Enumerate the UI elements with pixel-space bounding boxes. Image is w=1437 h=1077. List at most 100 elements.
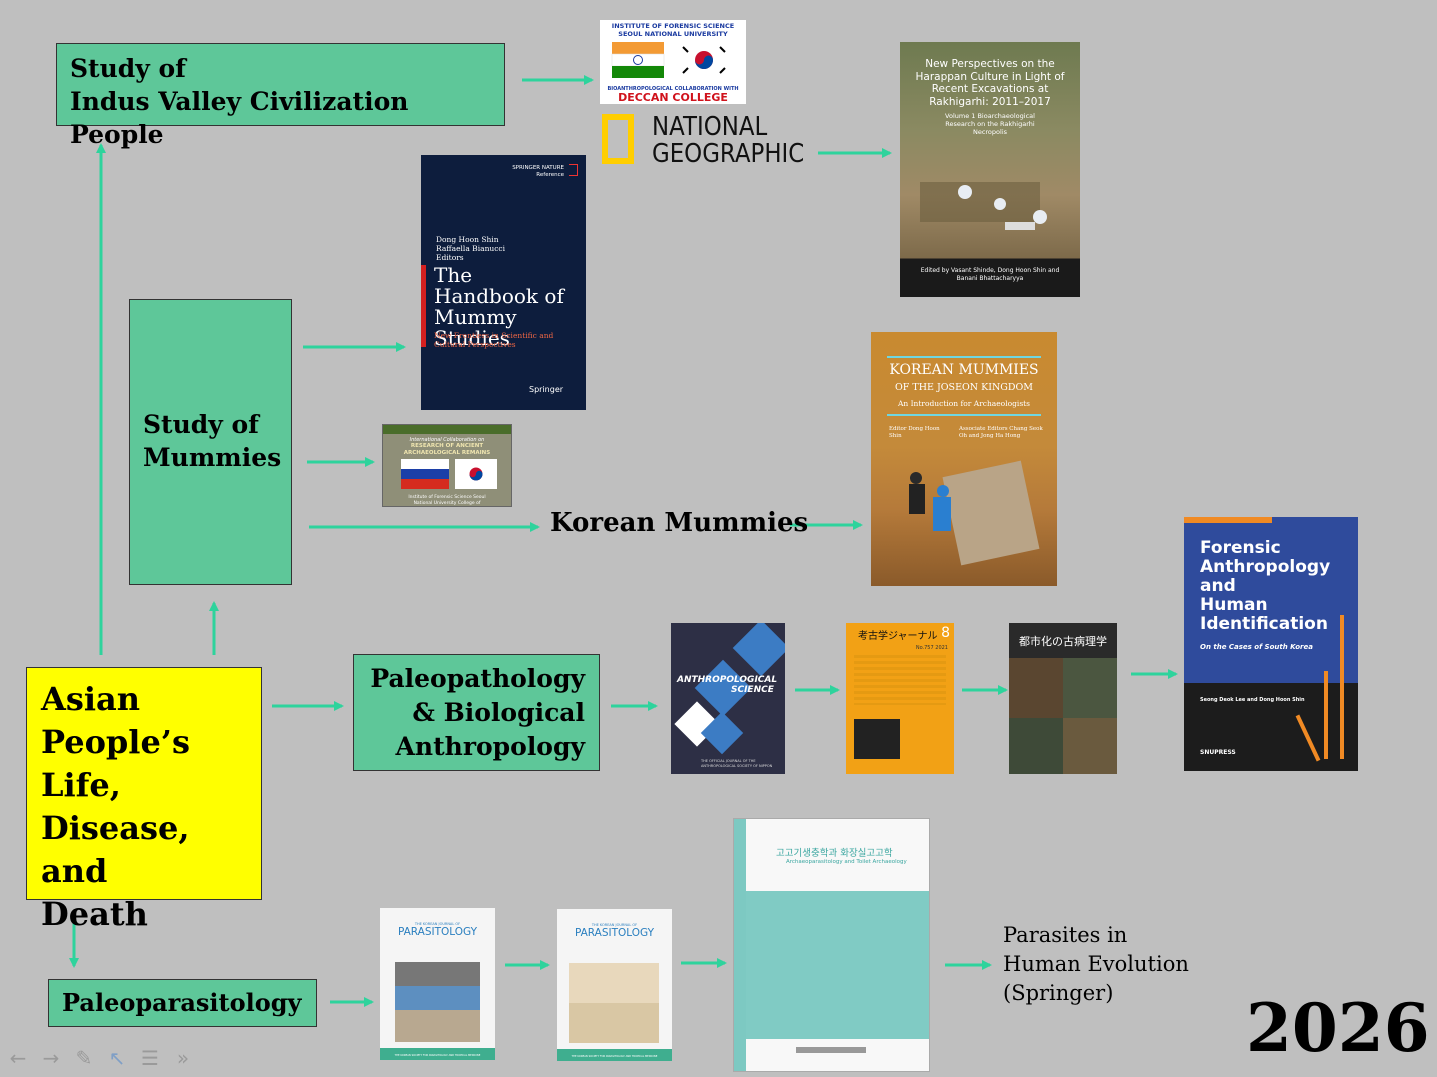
forensic-lower-panel [1184,683,1358,771]
russia-top-strip [383,425,511,434]
harappan-book-cover: New Perspectives on the Harappan Culture… [900,42,1080,297]
more-icon[interactable]: » [176,1046,190,1070]
harappan-subtitle: Volume 1 Bioarchaeological Research on t… [945,112,1035,136]
handbook-series: SPRINGER NATURE Reference [512,165,564,178]
logo-line-1: INSTITUTE OF FORENSIC SCIENCE [611,22,735,30]
anthro-title-1: ANTHROPOLOGICAL [677,675,778,685]
para2-footer: THE KOREAN SOCIETY FOR PARASITOLOGY AND … [571,1055,658,1058]
pen-icon[interactable]: ✎ [75,1046,93,1070]
russia-korea-collaboration-cover: International Collaboration on RESEARCH … [382,424,512,507]
logo-line-4: DECCAN COLLEGE [618,91,728,104]
forensic-deccan-logo: INSTITUTE OF FORENSIC SCIENCE SEOUL NATI… [600,20,746,104]
year-label: 2026 [1246,989,1430,1067]
para2-title: PARASITOLOGY [574,927,655,939]
toshika-photo-2 [1009,718,1117,774]
para1-footer-bar [380,1048,495,1060]
russia-title: RESEARCH OF ANCIENT ARCHAEOLOGICAL REMAI… [403,443,491,456]
natgeo-line-2: GEOGRAPHIC [652,139,805,169]
kmummies-title-1: KOREAN MUMMIES [889,362,1039,378]
paleopathology-box: Paleopathology & Biological Anthropology [353,654,600,771]
kmummies-rule-top [887,356,1041,358]
anthro-title-2: SCIENCE [731,685,774,695]
kmummies-rule-bottom [887,414,1041,416]
toilet-teal-panel [746,891,929,1039]
kokogaku-number: 8 [941,625,950,641]
forensic-title-1: Forensic [1200,538,1281,558]
parasites-line-3: (Springer) [1003,981,1114,1005]
natgeo-frame-icon [602,114,634,164]
slide-navigation-bar: ← → ✎ ↖ ☰ » [6,1046,195,1070]
kokogaku-issue: No.757 2021 [915,645,948,651]
mummies-box: Study of Mummies [129,299,292,585]
russia-bottom-text: Institute of Forensic Science Seoul Nati… [408,495,486,506]
pointer-icon[interactable]: ↖ [108,1046,126,1070]
mummies-box-line-1: Study of [143,410,259,439]
asian-box-line-5: Death [41,895,148,933]
forensic-bar-1 [1324,671,1328,759]
indus-box-line-1: Study of [70,54,186,83]
mummies-box-line-2: Mummies [143,443,282,472]
indus-box-line-2: Indus Valley Civilization People [70,87,409,149]
toilet-archaeology-book-cover: 고고기생충학과 화장실고고학 Archaeoparasitology and T… [733,818,930,1072]
parasites-line-1: Parasites in [1003,923,1128,947]
korean-mummies-book-cover: KOREAN MUMMIES OF THE JOSEON KINGDOM An … [871,332,1057,586]
forensic-title-5: Identification [1200,614,1328,634]
handbook-subtitle: New Frontiers in Scientific and Cultural… [434,331,554,349]
asian-box-line-1: Asian [41,680,140,718]
indus-valley-box: Study of Indus Valley Civilization Peopl… [56,43,505,149]
para2-journal: THE KOREAN JOURNAL OF [591,923,638,927]
forensic-authors: Seong Deok Lee and Dong Hoon Shin [1200,697,1305,703]
russia-korea-flags [401,459,497,489]
excavation-photo [920,182,1047,230]
parasites-line-2: Human Evolution [1003,952,1189,976]
parasitology-journal-2-cover: THE KOREAN JOURNAL OF PARASITOLOGY THE K… [557,909,672,1061]
kmummies-editors: Editor Dong Hoon Shin [889,426,940,439]
toilet-logos [796,1047,866,1053]
paleopath-box-line-1: Paleopathology [370,664,585,693]
logo-line-2: SEOUL NATIONAL UNIVERSITY [618,30,728,38]
para1-footer: THE KOREAN SOCIETY FOR PARASITOLOGY AND … [394,1054,481,1057]
national-geographic-logo: NATIONAL GEOGRAPHIC [600,112,810,172]
parasites-label: Parasites in Human Evolution (Springer) [1003,921,1189,1008]
toilet-title: 고고기생충학과 화장실고고학 [776,848,893,859]
asian-box-line-2: People’s [41,723,190,761]
india-korea-flags [611,42,732,78]
russia-top-text: International Collaboration on [409,437,485,443]
forward-arrow-icon[interactable]: → [42,1046,60,1070]
menu-icon[interactable]: ☰ [141,1046,159,1070]
anthro-footer: THE OFFICIAL JOURNAL OF THE ANTHROPOLOGI… [701,759,773,768]
toshika-title: 都市化の古病理学 [1019,635,1107,648]
anthro-diamond-graphic [674,623,785,755]
handbook-bracket-icon [569,164,578,176]
handbook-mummy-studies-cover: SPRINGER NATURE Reference Dong Hoon Shin… [421,155,586,410]
asian-box-line-3: Life, [41,766,121,804]
harappan-title: New Perspectives on the Harappan Culture… [915,58,1065,108]
logo-line-3: BIOANTHROPOLOGICAL COLLABORATION WITH [607,86,739,92]
kokogaku-photo [854,719,900,759]
kmummies-subtitle: An Introduction for Archaeologists [897,399,1031,408]
parasitology-journal-1-cover: THE KOREAN JOURNAL OF PARASITOLOGY THE K… [380,908,495,1060]
handbook-title: The Handbook of Mummy Studies [434,263,564,350]
paleoparasitology-box: Paleoparasitology [48,979,317,1027]
handbook-red-bar [421,265,426,347]
anthropological-science-cover: ANTHROPOLOGICAL SCIENCE THE OFFICIAL JOU… [671,623,785,774]
toilet-subtitle: Archaeoparasitology and Toilet Archaeolo… [786,859,907,865]
back-arrow-icon[interactable]: ← [9,1046,27,1070]
forensic-title-3: and [1200,576,1236,596]
para2-footer-bar [557,1049,672,1061]
kokogaku-title: 考古学ジャーナル [858,631,938,642]
kokogaku-journal-cover: 考古学ジャーナル 8 No.757 2021 [846,623,954,774]
forensic-publisher: SNUPRESS [1200,749,1236,756]
korean-mummies-label: Korean Mummies [550,508,809,538]
forensic-top-bar [1184,517,1272,523]
natgeo-line-1: NATIONAL [652,112,768,142]
toshika-book-cover: 都市化の古病理学 [1009,623,1117,774]
paleopath-box-line-2: & Biological [412,698,585,727]
para2-photo-grid [569,963,659,1043]
kmummies-title-2: OF THE JOSEON KINGDOM [894,382,1034,393]
harappan-editors: Edited by Vasant Shinde, Dong Hoon Shin … [920,267,1060,282]
forensic-title-2: Anthropology [1200,557,1331,577]
toilet-spine [734,819,746,1071]
forensic-title-4: Human [1200,595,1268,615]
